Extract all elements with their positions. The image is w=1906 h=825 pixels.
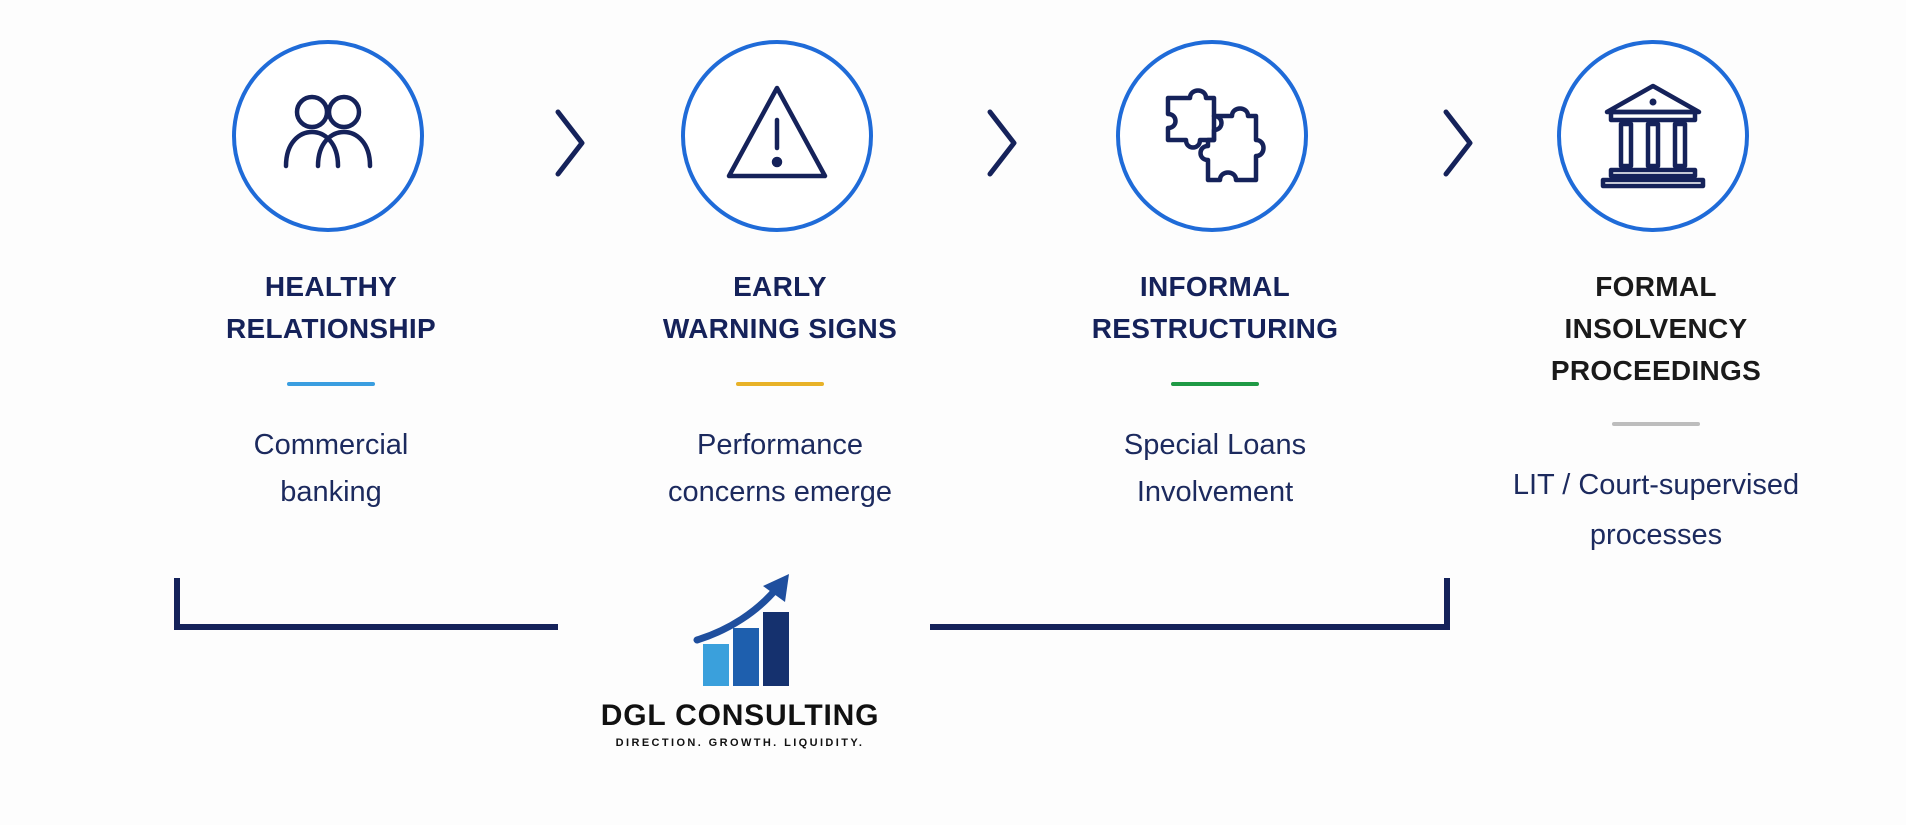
puzzle-icon [1165,88,1266,183]
stage-title-line: INFORMAL [1139,271,1291,302]
stage-icon-circle [681,40,873,232]
dgl-consulting-logo: DGL CONSULTING DIRECTION. GROWTH. LIQUID… [600,570,880,749]
bracket-line-right [930,578,1450,630]
stage-divider [1171,382,1259,386]
stage-title-line: HEALTHY [264,271,398,302]
stage-desc-line: concerns emerge [667,476,893,508]
people-icon [283,94,373,169]
stage-description: LIT / Court-supervised processes [1486,460,1826,560]
stage-icon-circle [1557,40,1749,232]
stage-title: HEALTHY RELATIONSHIP [181,266,481,350]
chevron-right-icon [555,109,585,177]
stage-title: FORMAL INSOLVENCY PROCEEDINGS [1506,266,1806,392]
stage-divider [1612,422,1700,426]
stage-divider [287,382,375,386]
stage-title: EARLY WARNING SIGNS [630,266,930,350]
stage-desc-line: Special Loans [1123,429,1307,461]
stage-title-line: PROCEEDINGS [1550,355,1762,386]
chevron-right-icon [987,109,1017,177]
stage-description: Performance concerns emerge [610,422,950,516]
stage-desc-line: processes [1589,519,1723,551]
stage-title: INFORMAL RESTRUCTURING [1065,266,1365,350]
stage-divider [736,382,824,386]
stage-title-line: RELATIONSHIP [226,313,436,344]
growth-chart-icon [693,574,789,686]
stage-desc-line: Performance [696,429,863,461]
stage-title-line: WARNING SIGNS [662,313,898,344]
stage-icon-circle [232,40,424,232]
stage-description: Commercial banking [161,422,501,516]
stage-desc-line: Commercial [253,429,409,461]
courthouse-icon [1600,83,1706,189]
stage-desc-line: Involvement [1136,476,1294,508]
stage-icon-circle [1116,40,1308,232]
stage-desc-line: LIT / Court-supervised [1512,469,1800,501]
stage-description: Special Loans Involvement [1045,422,1385,516]
stage-desc-line: banking [280,476,382,508]
logo-tagline: DIRECTION. GROWTH. LIQUIDITY. [615,737,865,749]
stage-title-line: RESTRUCTURING [1091,313,1339,344]
stage-title-line: EARLY [733,271,827,302]
logo-name: DGL CONSULTING [600,699,880,732]
bracket-line-left [174,578,558,630]
chevron-right-icon [1443,109,1473,177]
warning-icon [726,85,828,179]
stage-title-line: INSOLVENCY [1564,313,1748,344]
stage-title-line: FORMAL [1595,271,1717,302]
